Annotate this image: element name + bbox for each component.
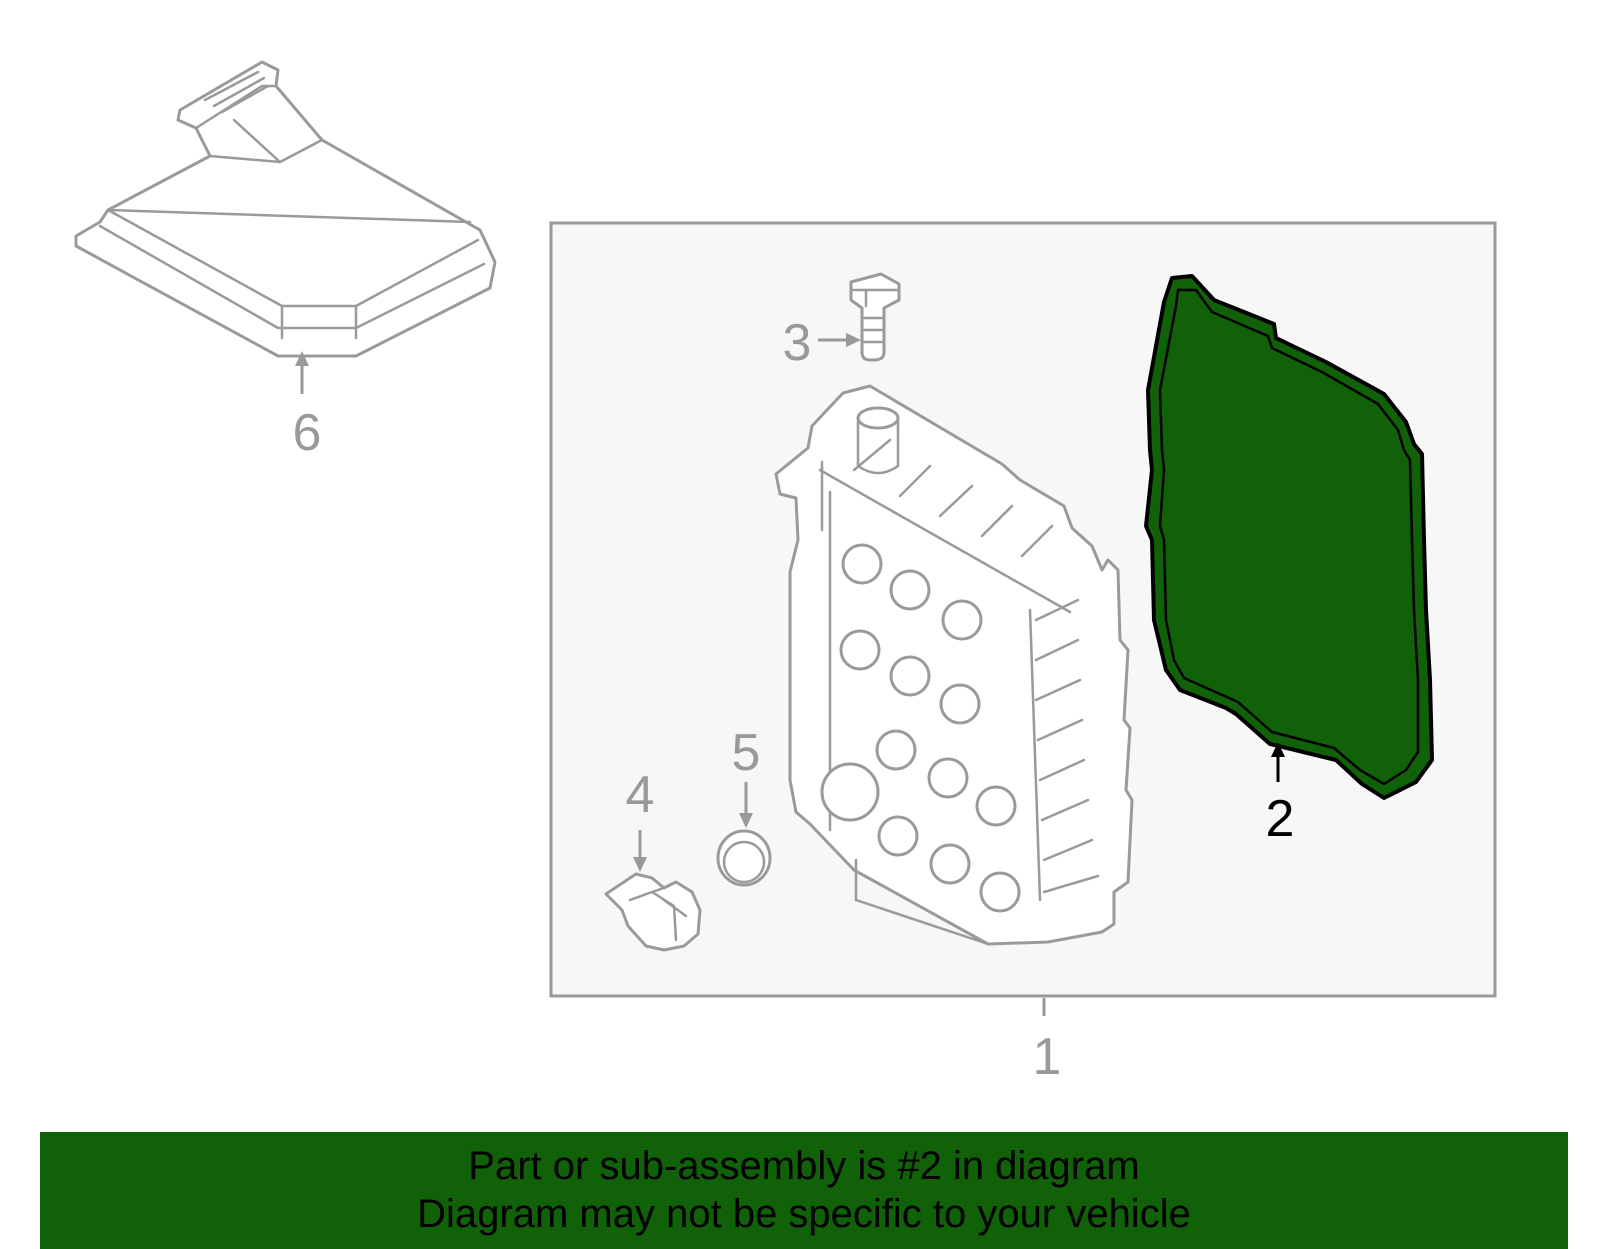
part-4-clip[interactable] [604,872,702,952]
info-banner: Part or sub-assembly is #2 in diagram Di… [40,1132,1568,1249]
arrow-6 [295,351,309,366]
gasket-outline [1144,274,1434,800]
arrow-5 [739,813,753,828]
part-2-gasket[interactable] [1144,274,1434,800]
callout-4[interactable]: 4 [626,766,655,824]
arrow-3 [846,333,861,347]
part-1-valve-body[interactable] [774,384,1134,946]
callout-5[interactable]: 5 [732,724,761,782]
arrow-4 [633,857,647,872]
banner-background [40,1132,1568,1249]
banner-line-1: Part or sub-assembly is #2 in diagram [468,1144,1140,1188]
part-6-filter[interactable] [74,60,497,358]
part-3-bolt[interactable] [849,272,901,362]
part-5-seal-ring[interactable] [716,829,772,887]
callout-6[interactable]: 6 [293,404,322,462]
callout-3[interactable]: 3 [783,314,812,372]
gasket-inner-line [1158,288,1420,786]
callout-2[interactable]: 2 [1266,790,1295,848]
callout-1[interactable]: 1 [1033,1028,1062,1086]
banner-line-2: Diagram may not be specific to your vehi… [417,1192,1191,1236]
arrow-2 [1271,742,1285,757]
